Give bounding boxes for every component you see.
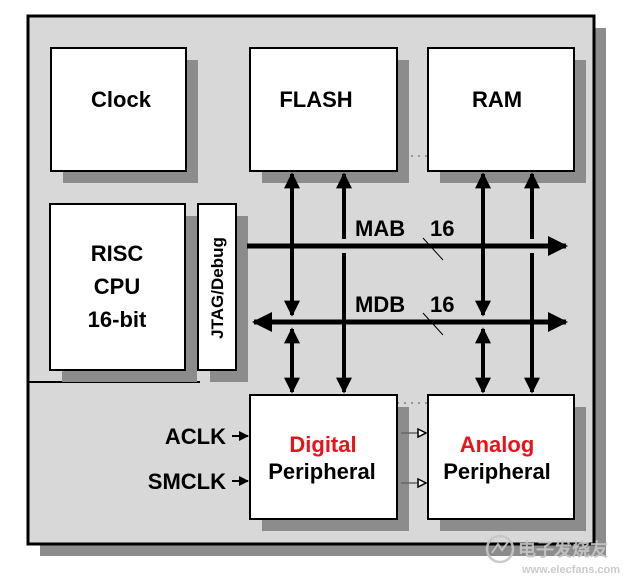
- cpu-label-line3: 16-bit: [88, 307, 147, 332]
- mdb-width-slash: [422, 312, 444, 336]
- flash-label: FLASH: [279, 87, 352, 112]
- ram-label: RAM: [472, 87, 522, 112]
- analog-peripheral-block: [427, 394, 575, 520]
- clock-label: Clock: [91, 87, 152, 112]
- jtag-label: JTAG/Debug: [208, 237, 227, 339]
- analog-title: Analog: [460, 432, 535, 457]
- mdb-width: 16: [430, 292, 454, 317]
- watermark-logo-icon: [485, 534, 515, 564]
- digital-subtitle: Peripheral: [268, 459, 376, 484]
- ram-block: [427, 47, 575, 172]
- digital-peripheral-block: [249, 394, 398, 520]
- mab-width: 16: [430, 216, 454, 241]
- cpu-label-line2: CPU: [94, 274, 140, 299]
- aclk-label: ACLK: [165, 424, 226, 449]
- watermark-url: www.elecfans.com: [521, 564, 620, 576]
- digital-title: Digital: [289, 432, 356, 457]
- watermark: 电子发烧友 www.elecfans.com: [485, 534, 620, 576]
- clock-block: [50, 47, 187, 172]
- cpu-label-line1: RISC: [91, 241, 144, 266]
- vertical-bus-connections: [284, 172, 540, 394]
- analog-subtitle: Peripheral: [443, 459, 551, 484]
- cpu-block: [49, 203, 186, 371]
- jtag-block: [197, 203, 237, 371]
- flash-block: [249, 47, 398, 172]
- smclk-label: SMCLK: [148, 469, 226, 494]
- mab-width-slash: [422, 237, 444, 261]
- peripheral-links: [401, 427, 428, 489]
- mdb-label: MDB: [355, 292, 405, 317]
- watermark-text: 电子发烧友: [518, 539, 608, 560]
- mab-label: MAB: [355, 216, 405, 241]
